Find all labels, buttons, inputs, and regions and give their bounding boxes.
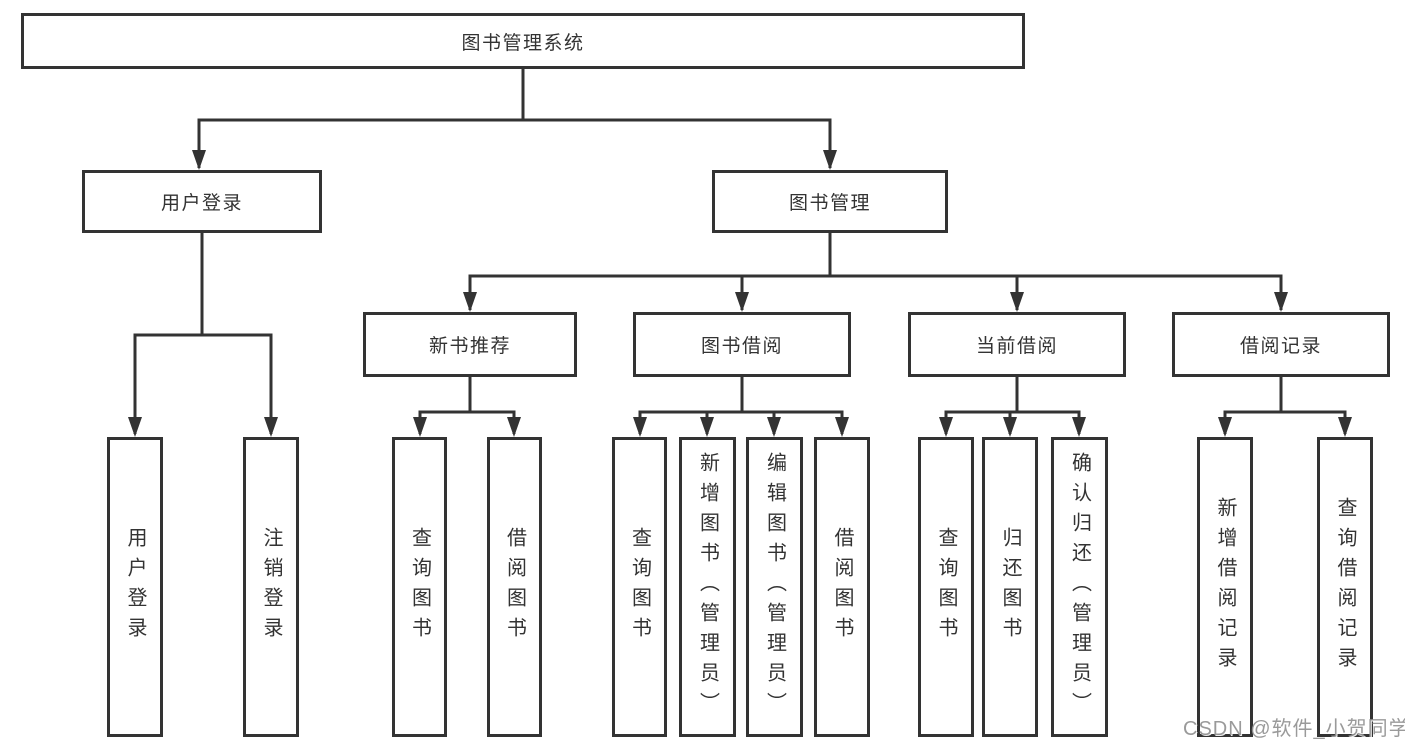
node-user-login-module: 用户登录 bbox=[82, 170, 322, 233]
node-label: 借阅图书 bbox=[503, 527, 526, 647]
arrowheads bbox=[128, 150, 1352, 437]
node-logout: 注销登录 bbox=[243, 437, 299, 737]
arrow-down-icon bbox=[1274, 292, 1288, 312]
node-label: 新书推荐 bbox=[428, 336, 511, 357]
node-user-login: 用户登录 bbox=[107, 437, 163, 737]
node-borrow-books-recommend: 借阅图书 bbox=[487, 437, 542, 737]
arrow-down-icon bbox=[1003, 417, 1017, 437]
node-label: 归还图书 bbox=[999, 527, 1021, 647]
node-query-books-borrowing: 查询图书 bbox=[612, 437, 667, 737]
node-label: 图书借阅 bbox=[700, 336, 783, 357]
connector-line bbox=[638, 410, 844, 434]
arrow-down-icon bbox=[700, 417, 714, 437]
node-add-borrowing-record: 新增借阅记录 bbox=[1197, 437, 1253, 737]
node-label: 查询借阅记录 bbox=[1334, 497, 1356, 677]
node-query-books-recommend: 查询图书 bbox=[392, 437, 447, 737]
arrow-down-icon bbox=[823, 150, 837, 170]
arrow-down-icon bbox=[735, 292, 749, 312]
node-label: 新增图书（管理员） bbox=[696, 452, 719, 722]
arrow-down-icon bbox=[835, 417, 849, 437]
arrow-down-icon bbox=[507, 417, 521, 437]
node-query-borrowing-record: 查询借阅记录 bbox=[1317, 437, 1373, 737]
arrow-down-icon bbox=[1218, 417, 1232, 437]
connector-line bbox=[1223, 410, 1347, 434]
node-label: 注销登录 bbox=[260, 527, 282, 647]
node-label: 确认归还（管理员） bbox=[1068, 452, 1091, 722]
node-add-book-admin: 新增图书（管理员） bbox=[679, 437, 736, 737]
node-label: 新增借阅记录 bbox=[1214, 497, 1236, 677]
node-borrow-books: 借阅图书 bbox=[814, 437, 870, 737]
node-label: 借阅图书 bbox=[831, 527, 853, 647]
arrow-down-icon bbox=[1072, 417, 1086, 437]
node-label: 编辑图书（管理员） bbox=[763, 452, 786, 722]
arrow-down-icon bbox=[463, 292, 477, 312]
arrow-down-icon bbox=[939, 417, 953, 437]
node-library-management-system: 图书管理系统 bbox=[21, 13, 1025, 69]
arrow-down-icon bbox=[1338, 417, 1352, 437]
node-edit-book-admin: 编辑图书（管理员） bbox=[746, 437, 803, 737]
node-borrowing-records: 借阅记录 bbox=[1172, 312, 1390, 377]
node-confirm-return-admin: 确认归还（管理员） bbox=[1051, 437, 1108, 737]
node-label: 查询图书 bbox=[408, 527, 431, 647]
node-new-book-recommendation: 新书推荐 bbox=[363, 312, 577, 377]
node-current-borrowing: 当前借阅 bbox=[908, 312, 1126, 377]
node-book-borrowing: 图书借阅 bbox=[633, 312, 851, 377]
node-label: 用户登录 bbox=[160, 193, 243, 214]
arrow-down-icon bbox=[767, 417, 781, 437]
node-label: 用户登录 bbox=[124, 527, 146, 647]
csdn-watermark: CSDN @软件_小贺同学 bbox=[1183, 718, 1405, 740]
arrow-down-icon bbox=[128, 417, 142, 437]
connector-line bbox=[133, 333, 273, 434]
node-return-book: 归还图书 bbox=[982, 437, 1038, 737]
node-label: 借阅记录 bbox=[1239, 336, 1322, 357]
node-book-management: 图书管理 bbox=[712, 170, 948, 233]
connector-line bbox=[197, 118, 832, 168]
node-label: 当前借阅 bbox=[975, 336, 1058, 357]
arrow-down-icon bbox=[264, 417, 278, 437]
connector-line bbox=[468, 274, 1283, 310]
node-label: 图书管理 bbox=[788, 193, 871, 214]
node-label: 图书管理系统 bbox=[461, 32, 585, 54]
arrow-down-icon bbox=[633, 417, 647, 437]
node-label: 查询图书 bbox=[628, 527, 651, 647]
arrow-down-icon bbox=[192, 150, 206, 170]
node-query-books-current: 查询图书 bbox=[918, 437, 974, 737]
node-label: 查询图书 bbox=[935, 527, 957, 647]
arrow-down-icon bbox=[413, 417, 427, 437]
connector-line bbox=[418, 410, 516, 434]
arrow-down-icon bbox=[1010, 292, 1024, 312]
